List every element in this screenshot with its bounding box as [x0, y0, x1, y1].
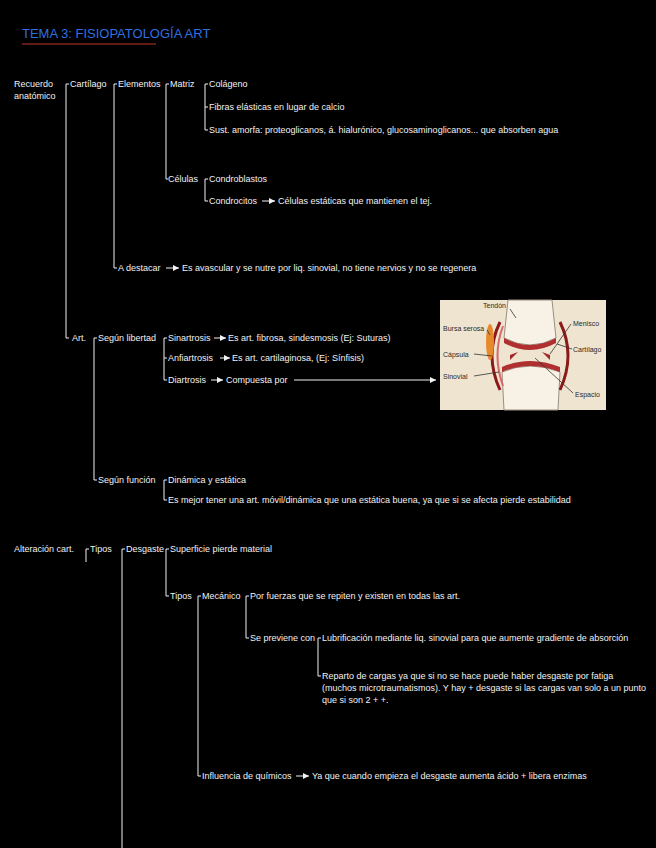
- note-text: Colágeno: [209, 78, 248, 90]
- bracket: [164, 480, 167, 500]
- note-text: Condroblastos: [209, 173, 267, 185]
- cartilage: [502, 361, 560, 372]
- bracket: [122, 549, 125, 848]
- title-underline: [22, 44, 156, 45]
- note-text: Sinartrosis: [168, 332, 211, 344]
- figure-label: Sinovial: [443, 372, 468, 381]
- bracket: [166, 84, 169, 179]
- bracket: [318, 638, 321, 676]
- note-text: Dinámica y estática: [168, 474, 246, 486]
- illustration-ground: [440, 300, 606, 410]
- note-text: Cartílago: [70, 78, 107, 90]
- bracket: [198, 596, 201, 776]
- bracket: [164, 338, 167, 380]
- bursa: [486, 324, 494, 360]
- note-text: Tipos: [170, 590, 192, 602]
- note-text: Influencia de químicos: [202, 770, 292, 782]
- note-text: Es art. cartilaginosa, (Ej: Sínfisis): [232, 352, 432, 364]
- note-text: Desgaste: [126, 543, 164, 555]
- cartilage: [504, 338, 556, 350]
- bracket: [114, 84, 117, 268]
- arrow: [262, 201, 275, 202]
- bracket: [246, 596, 249, 638]
- figure-label: Espacio: [575, 390, 600, 399]
- arrow: [220, 358, 230, 359]
- bracket: [94, 338, 97, 480]
- arrow: [166, 268, 179, 269]
- note-text: Compuesta por: [226, 374, 288, 386]
- note-text: Anfiartrosis: [168, 352, 213, 364]
- joint-illustration: [440, 300, 606, 410]
- note-text: Superficie pierde material: [170, 543, 272, 555]
- note-text: A destacar: [118, 262, 161, 274]
- page-title: TEMA 3: FISIOPATOLOGÍA ART: [22, 26, 210, 42]
- note-text: Alteración cart.: [14, 543, 74, 555]
- note-text: Según función: [98, 474, 156, 486]
- note-text: Reparto de cargas ya que si no se hace p…: [322, 670, 648, 706]
- bracket: [205, 84, 208, 130]
- note-text: Mecánico: [202, 590, 241, 602]
- figure-label: Tendón: [483, 301, 506, 310]
- note-text: Sust. amorfa: proteoglicanos, á. hialuró…: [209, 124, 649, 136]
- note-text: Lubrificación mediante liq. sinovial par…: [322, 632, 648, 644]
- note-text: Recuerdo anatómico: [14, 78, 64, 102]
- leader-lines: [474, 309, 573, 393]
- arrow: [294, 380, 436, 381]
- note-text: Tipos: [90, 543, 112, 555]
- meniscus: [510, 352, 550, 360]
- note-text: Art.: [72, 332, 86, 344]
- bracket: [205, 179, 208, 201]
- note-text: Es mejor tener una art. móvil/dinámica q…: [168, 494, 638, 506]
- note-text: Según libertad: [98, 332, 156, 344]
- bracket: [66, 84, 69, 338]
- note-text: Por fuerzas que se repiten y existen en …: [250, 590, 460, 602]
- note-text: Elementos: [118, 78, 161, 90]
- figure-label: Bursa serosa: [443, 324, 484, 333]
- bracket: [86, 549, 89, 562]
- arrow: [296, 776, 309, 777]
- figure-label: Cápsula: [443, 350, 469, 359]
- capsule: [560, 322, 568, 390]
- note-text: Condrocitos: [209, 195, 257, 207]
- figure-label: Menisco: [573, 319, 599, 328]
- figure-label: Cartílago: [573, 345, 601, 354]
- arrow: [211, 380, 223, 381]
- note-text: Fibras elásticas en lugar de calcio: [209, 101, 345, 113]
- note-text: Es art. fibrosa, sindesmosis (Ej: Sutura…: [228, 332, 433, 344]
- upper-bone: [504, 300, 556, 345]
- bracket: [166, 549, 169, 596]
- note-text: Células: [168, 173, 198, 185]
- synovial: [498, 326, 504, 386]
- note-text: Ya que cuando empieza el desgaste aument…: [312, 770, 642, 782]
- note-text: Matriz: [170, 78, 195, 90]
- note-text: Células estáticas que mantienen el tej.: [278, 195, 432, 207]
- note-text: Se previene con: [250, 632, 315, 644]
- arrow: [214, 338, 226, 339]
- note-text: Es avascular y se nutre por liq. sinovia…: [182, 262, 642, 274]
- note-text: Diartrosis: [168, 374, 206, 386]
